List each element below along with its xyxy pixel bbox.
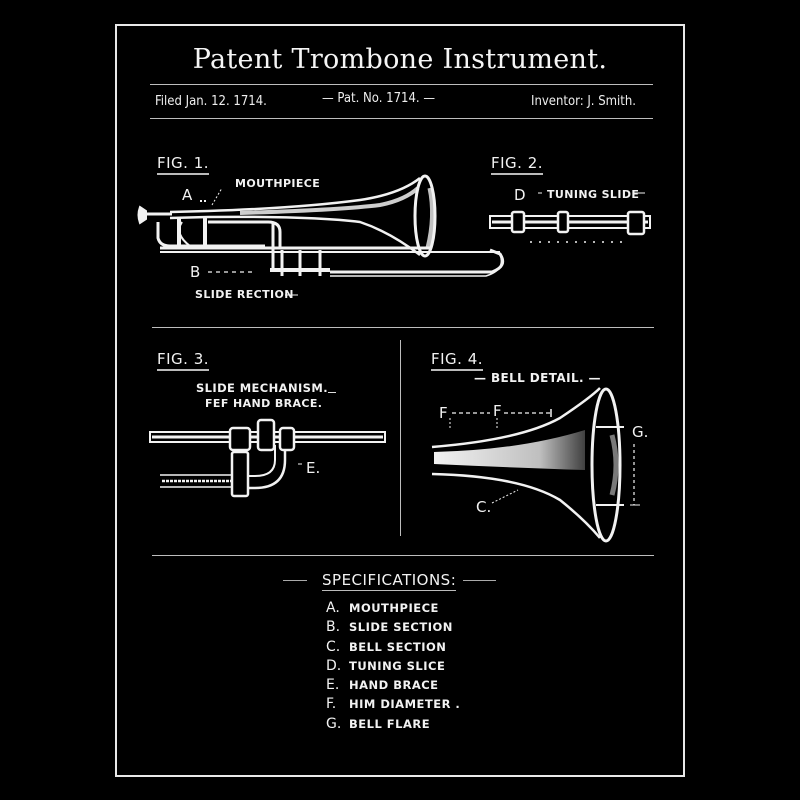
spec-heading: SPECIFICATIONS: bbox=[322, 571, 457, 591]
fig2-callout-tuning-slide: TUNING SLIDE bbox=[547, 188, 640, 201]
fig4-callout-g-letter: G. bbox=[632, 423, 649, 441]
fig1-callout-mouthpiece: MOUTHPIECE bbox=[235, 177, 321, 190]
fig4-callout-f1-letter: F bbox=[439, 404, 448, 422]
fig1-label: FIG. 1. bbox=[157, 154, 210, 175]
page-frame bbox=[115, 24, 685, 777]
header-rule-top bbox=[150, 84, 653, 85]
spec-key: C. bbox=[326, 638, 341, 655]
fig4-callout-bell-detail: — BELL DETAIL. — bbox=[474, 371, 601, 385]
spec-value: BELL FLARE bbox=[349, 716, 431, 731]
spec-item: A. MOUTHPIECE bbox=[326, 600, 460, 619]
spec-key: G. bbox=[326, 715, 342, 732]
spec-key: B. bbox=[326, 619, 341, 636]
spec-rule-right bbox=[463, 580, 496, 581]
spec-value: TUNING SLICE bbox=[349, 658, 446, 673]
divider-lower bbox=[152, 555, 654, 556]
divider-vertical bbox=[400, 340, 401, 536]
filed-date: Filed Jan. 12. 1714. bbox=[155, 94, 267, 109]
page-title: Patent Trombone Instrument. bbox=[192, 44, 608, 75]
patent-number: — Pat. No. 1714. — bbox=[322, 91, 436, 106]
spec-item: F. HIM DIAMETER . bbox=[326, 696, 460, 715]
fig2-label: FIG. 2. bbox=[491, 154, 544, 175]
fig3-callout-hand-brace: FEF HAND BRACE. bbox=[205, 397, 323, 410]
spec-key: F. bbox=[326, 696, 337, 713]
fig3-callout-e-letter: E. bbox=[306, 459, 321, 477]
spec-item: B. SLIDE SECTION bbox=[326, 619, 460, 638]
fig3-callout-slide-mechanism: SLIDE MECHANISM. bbox=[196, 381, 328, 395]
fig4-label: FIG. 4. bbox=[431, 350, 484, 371]
divider-upper bbox=[152, 327, 654, 328]
spec-item: C. BELL SECTION bbox=[326, 639, 460, 658]
fig3-leader bbox=[328, 392, 336, 393]
fig4-callout-f2-letter: F bbox=[493, 402, 502, 420]
header-rule-bottom bbox=[150, 118, 653, 119]
fig1-callout-b-letter: B bbox=[190, 263, 201, 281]
spec-rule-left bbox=[283, 580, 307, 581]
fig3-label: FIG. 3. bbox=[157, 350, 210, 371]
spec-value: HIM DIAMETER . bbox=[349, 697, 461, 712]
spec-item: G. BELL FLARE bbox=[326, 716, 460, 735]
inventor: Inventor: J. Smith. bbox=[531, 94, 637, 109]
spec-key: A. bbox=[326, 600, 340, 616]
spec-key: D. bbox=[326, 657, 342, 674]
spec-item: D. TUNING SLICE bbox=[326, 658, 460, 677]
spec-value: SLIDE SECTION bbox=[349, 620, 453, 635]
fig4-callout-c-letter: C. bbox=[476, 498, 492, 516]
spec-list: A. MOUTHPIECE B. SLIDE SECTION C. BELL SECT… bbox=[326, 600, 460, 735]
fig2-callout-d-letter: D bbox=[514, 186, 526, 204]
fig1-callout-slide-section: SLIDE RECTION bbox=[195, 288, 294, 301]
spec-value: MOUTHPIECE bbox=[349, 601, 439, 615]
fig1-callout-a-letter: A bbox=[182, 186, 193, 204]
spec-value: BELL SECTION bbox=[349, 639, 447, 654]
spec-item: E. HAND BRACE bbox=[326, 677, 460, 696]
spec-value: HAND BRACE bbox=[349, 678, 439, 693]
spec-key: E. bbox=[326, 677, 340, 694]
